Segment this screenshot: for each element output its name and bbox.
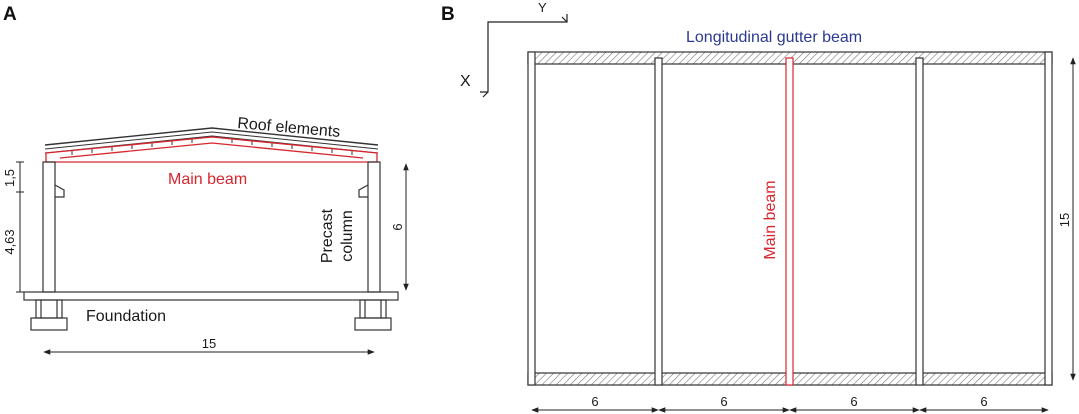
plan-dimensions xyxy=(531,57,1076,413)
section-main-beam-label: Main beam xyxy=(168,171,247,188)
column-label-line2: column xyxy=(339,210,356,262)
plan-main-beam-label: Main beam xyxy=(762,180,779,259)
axis-indicator xyxy=(480,14,568,98)
plan-main-beam xyxy=(785,57,794,386)
footing-right xyxy=(354,299,392,331)
foundation-slab xyxy=(23,291,399,301)
dim-bay-4: 6 xyxy=(980,394,987,409)
dim-lower-height: 4,63 xyxy=(2,229,17,254)
gutter-beam-label: Longitudinal gutter beam xyxy=(686,29,862,46)
inner-frame-3 xyxy=(915,57,924,386)
panel-a-label: A xyxy=(3,4,17,25)
end-frame-right xyxy=(1044,51,1053,386)
foundation-label: Foundation xyxy=(86,308,166,325)
dim-upper-height: 1,5 xyxy=(2,169,17,187)
plan-view xyxy=(527,51,1053,386)
dim-plan-width: 15 xyxy=(1057,213,1072,227)
dim-bay-2: 6 xyxy=(720,394,727,409)
axis-y-label: Y xyxy=(538,0,547,15)
dim-bay-1: 6 xyxy=(591,394,598,409)
section-main-beam xyxy=(45,136,378,163)
section-view xyxy=(23,127,399,331)
dim-span: 15 xyxy=(202,336,216,351)
column-label-line1: Precast xyxy=(319,208,336,263)
axis-x-label: X xyxy=(460,73,471,90)
precast-column-left xyxy=(42,161,65,293)
roof-elements-label: Roof elements xyxy=(237,115,341,141)
end-frame-left xyxy=(527,51,536,386)
inner-frame-1 xyxy=(654,57,663,386)
section-dimensions xyxy=(16,161,409,355)
dim-column-height: 6 xyxy=(390,223,405,230)
footing-left xyxy=(30,299,68,331)
panel-b-label: B xyxy=(441,4,455,25)
dim-bay-3: 6 xyxy=(850,394,857,409)
precast-column-right xyxy=(358,161,381,293)
